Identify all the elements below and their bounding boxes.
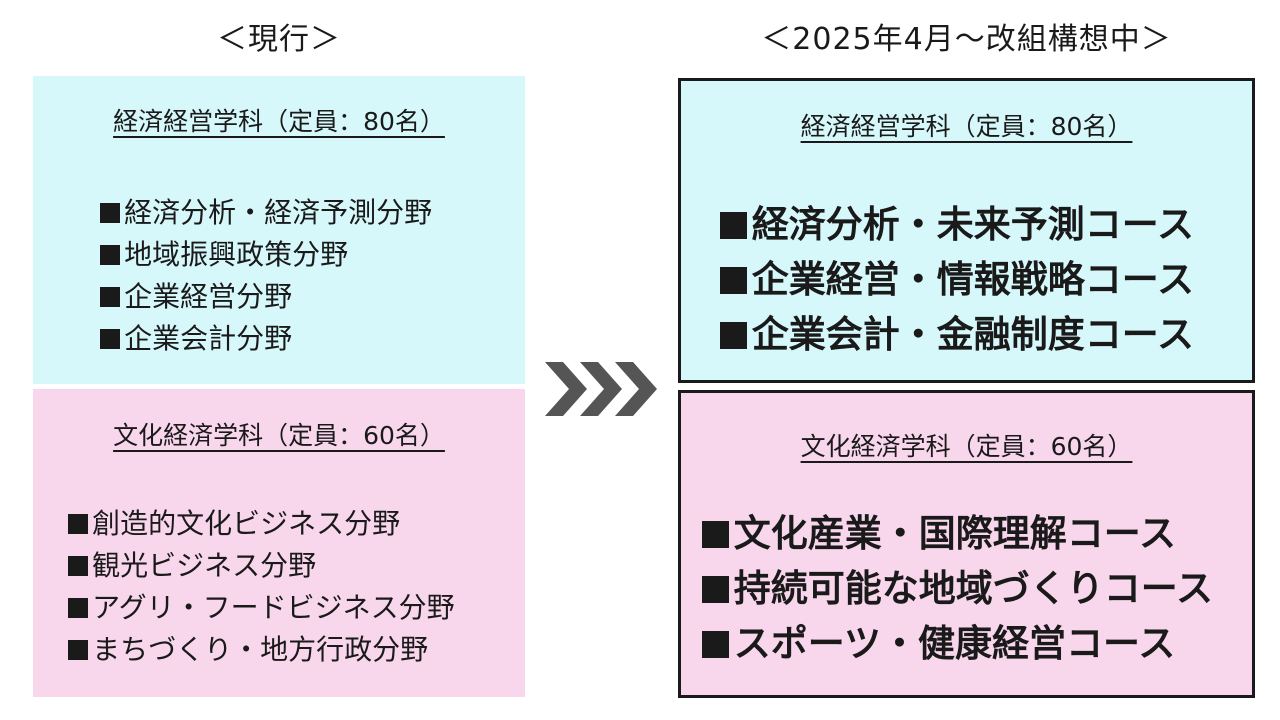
list-item: アグリ・フードビジネス分野 (68, 587, 455, 629)
square-bullet-icon (720, 267, 747, 294)
square-bullet-icon (68, 640, 89, 661)
chevron-right-icon (580, 362, 622, 416)
list-item: 企業会計分野 (100, 318, 432, 360)
new-economics-panel: 経済経営学科（定員：80名） 経済分析・未来予測コース 企業経営・情報戦略コース… (678, 78, 1255, 383)
list-item: 創造的文化ビジネス分野 (68, 503, 455, 545)
new-culture-course-list: 文化産業・国際理解コース 持続可能な地域づくりコース スポーツ・健康経営コース (702, 506, 1213, 671)
list-item: 地域振興政策分野 (100, 234, 432, 276)
list-item: スポーツ・健康経営コース (702, 616, 1213, 671)
triple-chevron-right-icon (545, 362, 657, 416)
current-heading: ＜現行＞ (217, 22, 341, 57)
current-culture-panel (33, 389, 525, 697)
square-bullet-icon (702, 521, 729, 548)
new-economics-title: 経済経営学科（定員：80名） (800, 112, 1133, 141)
square-bullet-icon (100, 287, 121, 308)
list-item: 観光ビジネス分野 (68, 545, 455, 587)
square-bullet-icon (100, 329, 121, 350)
new-plan-heading: ＜2025年4月～改組構想中＞ (761, 22, 1172, 57)
list-item: 経済分析・経済予測分野 (100, 192, 432, 234)
list-item: 文化産業・国際理解コース (702, 506, 1213, 561)
square-bullet-icon (702, 576, 729, 603)
new-economics-course-list: 経済分析・未来予測コース 企業経営・情報戦略コース 企業会計・金融制度コース (720, 197, 1194, 362)
chevron-right-icon (615, 362, 657, 416)
current-culture-field-list: 創造的文化ビジネス分野 観光ビジネス分野 アグリ・フードビジネス分野 まちづくり… (68, 503, 455, 671)
chevron-right-icon (545, 362, 587, 416)
square-bullet-icon (68, 514, 89, 535)
square-bullet-icon (720, 212, 747, 239)
square-bullet-icon (100, 245, 121, 266)
list-item: 企業経営分野 (100, 276, 432, 318)
square-bullet-icon (720, 322, 747, 349)
current-economics-field-list: 経済分析・経済予測分野 地域振興政策分野 企業経営分野 企業会計分野 (100, 192, 432, 360)
new-culture-panel: 文化経済学科（定員：60名） 文化産業・国際理解コース 持続可能な地域づくりコー… (678, 390, 1255, 698)
square-bullet-icon (100, 203, 121, 224)
list-item: 企業会計・金融制度コース (720, 307, 1194, 362)
list-item: 経済分析・未来予測コース (720, 197, 1194, 252)
square-bullet-icon (702, 631, 729, 658)
new-culture-title: 文化経済学科（定員：60名） (800, 432, 1133, 461)
square-bullet-icon (68, 556, 89, 577)
list-item: 持続可能な地域づくりコース (702, 561, 1213, 616)
list-item: 企業経営・情報戦略コース (720, 252, 1194, 307)
list-item: まちづくり・地方行政分野 (68, 629, 455, 671)
square-bullet-icon (68, 598, 89, 619)
